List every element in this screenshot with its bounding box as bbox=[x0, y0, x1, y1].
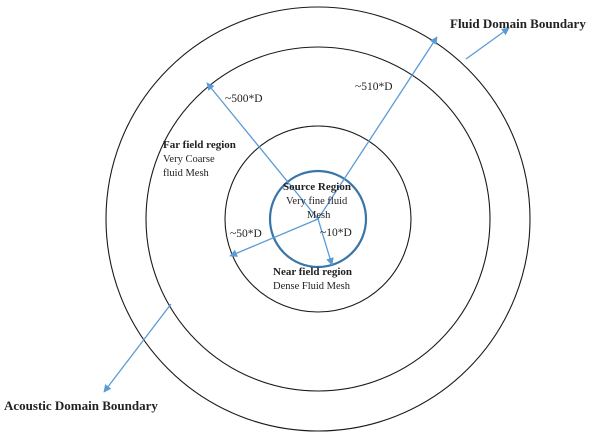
dim-label-510D: ~510*D bbox=[355, 81, 393, 93]
source-region-title: Source Region bbox=[283, 181, 351, 193]
near-field-line1: Dense Fluid Mesh bbox=[273, 281, 351, 292]
far-field-line2: fluid Mesh bbox=[163, 168, 210, 179]
arrow-acoustic-boundary-leader bbox=[103, 303, 172, 393]
source-region-line1: Very fine fluid bbox=[286, 196, 348, 207]
source-region-line2: Mesh bbox=[307, 210, 331, 221]
fluid-domain-boundary-circle bbox=[105, 6, 531, 432]
source-region-circle bbox=[268, 169, 368, 269]
near-field-title: Near field region bbox=[273, 266, 352, 278]
near-field-circle bbox=[224, 125, 412, 313]
arrow-50D bbox=[229, 218, 319, 257]
dim-label-500D: ~500*D bbox=[225, 93, 263, 105]
arrow-10D bbox=[317, 218, 334, 266]
arrow-510D bbox=[317, 36, 438, 220]
dim-label-10D: ~10*D bbox=[320, 227, 352, 239]
arrow-fluid-boundary-leader bbox=[465, 27, 510, 60]
far-field-title: Far field region bbox=[163, 139, 236, 151]
far-field-line1: Very Coarse bbox=[163, 154, 215, 165]
arrow-500D bbox=[206, 82, 319, 220]
acoustic-domain-boundary-circle bbox=[145, 46, 491, 392]
fluid-domain-boundary-label: Fluid Domain Boundary bbox=[450, 16, 586, 31]
dim-label-50D: ~50*D bbox=[230, 228, 262, 240]
acoustic-domain-boundary-label: Acoustic Domain Boundary bbox=[4, 398, 158, 413]
